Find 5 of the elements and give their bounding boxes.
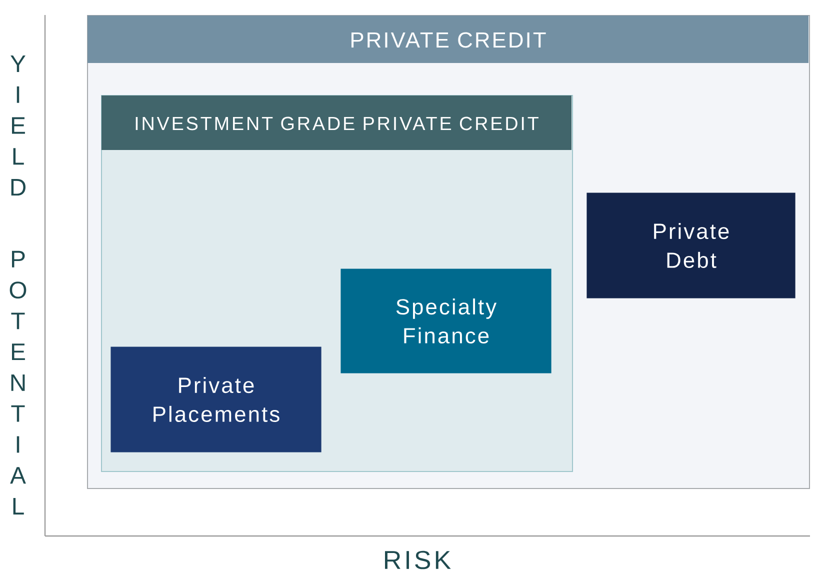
category-box: Specialty Finance <box>340 268 552 374</box>
category-box: Private Debt <box>586 192 796 298</box>
axis-label: YIELD POTENTIAL <box>10 56 26 514</box>
category-box: Private Placements <box>110 346 322 452</box>
axis-label: RISK <box>385 550 451 570</box>
